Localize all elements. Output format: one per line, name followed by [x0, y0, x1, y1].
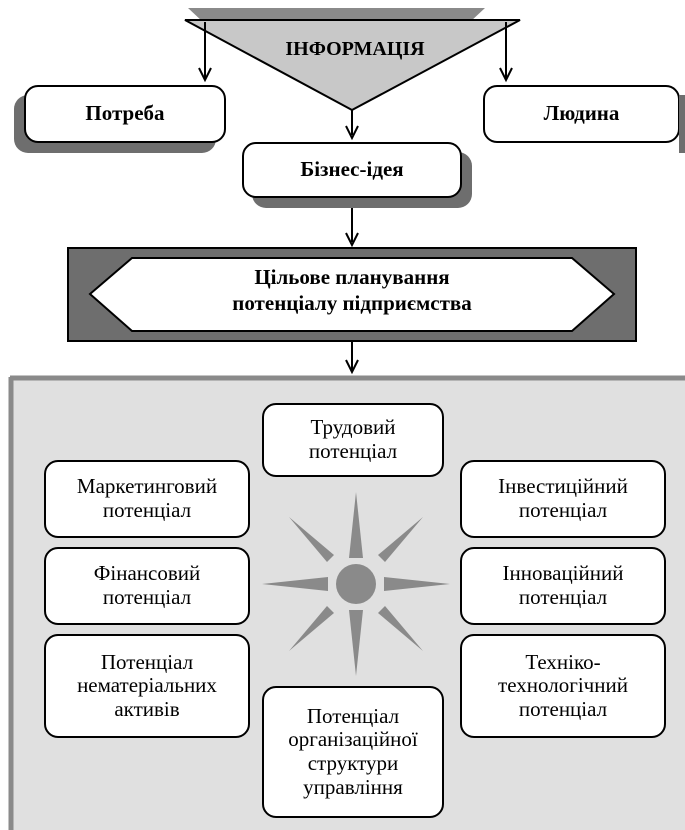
- information-label: ІНФОРМАЦІЯ: [285, 37, 425, 60]
- investment-potential-box: Інвестиційний потенціал: [460, 460, 666, 538]
- top-bar: [188, 8, 485, 22]
- planning-hexagon: [88, 257, 616, 332]
- planning-line-1: Цільове планування: [254, 265, 450, 289]
- intangible-assets-potential-box: Потенціал нематеріальних активів: [44, 634, 250, 738]
- sun-icon: [262, 492, 450, 676]
- org-structure-potential-box: Потенціал організаційної структури управ…: [262, 686, 444, 818]
- innovation-potential-box: Інноваційний потенціал: [460, 547, 666, 625]
- financial-potential-box: Фінансовий потенціал: [44, 547, 250, 625]
- planning-label: Цільове планування потенціалу підприємст…: [140, 264, 564, 326]
- business-idea-box: Бізнес-ідея: [242, 142, 462, 198]
- planning-line-2: потенціалу підприємства: [232, 291, 472, 316]
- labor-potential-box: Трудовий потенціал: [262, 403, 444, 477]
- information-triangle: [184, 19, 521, 112]
- person-shadow: [679, 95, 685, 153]
- technical-potential-box: Техніко- технологічний потенціал: [460, 634, 666, 738]
- marketing-potential-box: Маркетинговий потенціал: [44, 460, 250, 538]
- need-box: Потреба: [24, 85, 226, 143]
- person-box: Людина: [483, 85, 680, 143]
